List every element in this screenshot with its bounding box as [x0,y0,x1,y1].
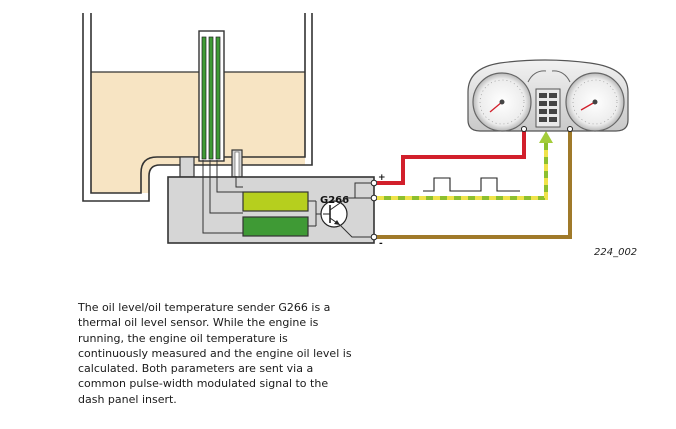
terminal-minus-label: - [379,239,383,249]
wire-signal-stripe [377,142,548,200]
instrument-cluster-icon [467,59,629,132]
fuel-gauge [527,70,547,83]
heating-element [242,191,309,212]
temperature-element [242,216,309,237]
wiring [377,129,572,239]
caption-line: running, the engine oil temperature is [78,331,288,345]
temperature-gauge [551,70,571,83]
caption-line: continuously measured and the engine oil… [78,346,352,360]
caption-line: common pulse-width modulated signal to t… [78,377,329,391]
caption-line: dash panel insert. [78,392,177,406]
sensor-housing: G266 [167,160,375,244]
sensor-label: G266 [320,195,349,206]
caption-line: The oil level/oil temperature sender G26… [78,301,331,314]
sensor-probe [179,30,243,178]
terminal-ground [370,233,378,241]
caption-line: calculated. Both parameters are sent via… [78,362,314,376]
wire-positive [377,129,526,185]
terminals: + - [370,173,386,249]
terminal-signal [370,194,378,202]
pan-wall [82,13,313,202]
figure-id: 224_002 [594,247,637,258]
oil-surface [91,72,305,193]
caption: The oil level/oil temperature sender G26… [78,300,378,407]
wire-ground [377,129,572,239]
terminal-plus-label: + [378,173,386,183]
caption-line: thermal oil level sensor. While the engi… [78,316,319,330]
transistor-icon [320,200,348,228]
arrow-up-icon [539,131,553,143]
pwm-signal-waveform [423,177,520,192]
oil-pan [82,13,313,202]
terminal-positive [370,179,378,187]
